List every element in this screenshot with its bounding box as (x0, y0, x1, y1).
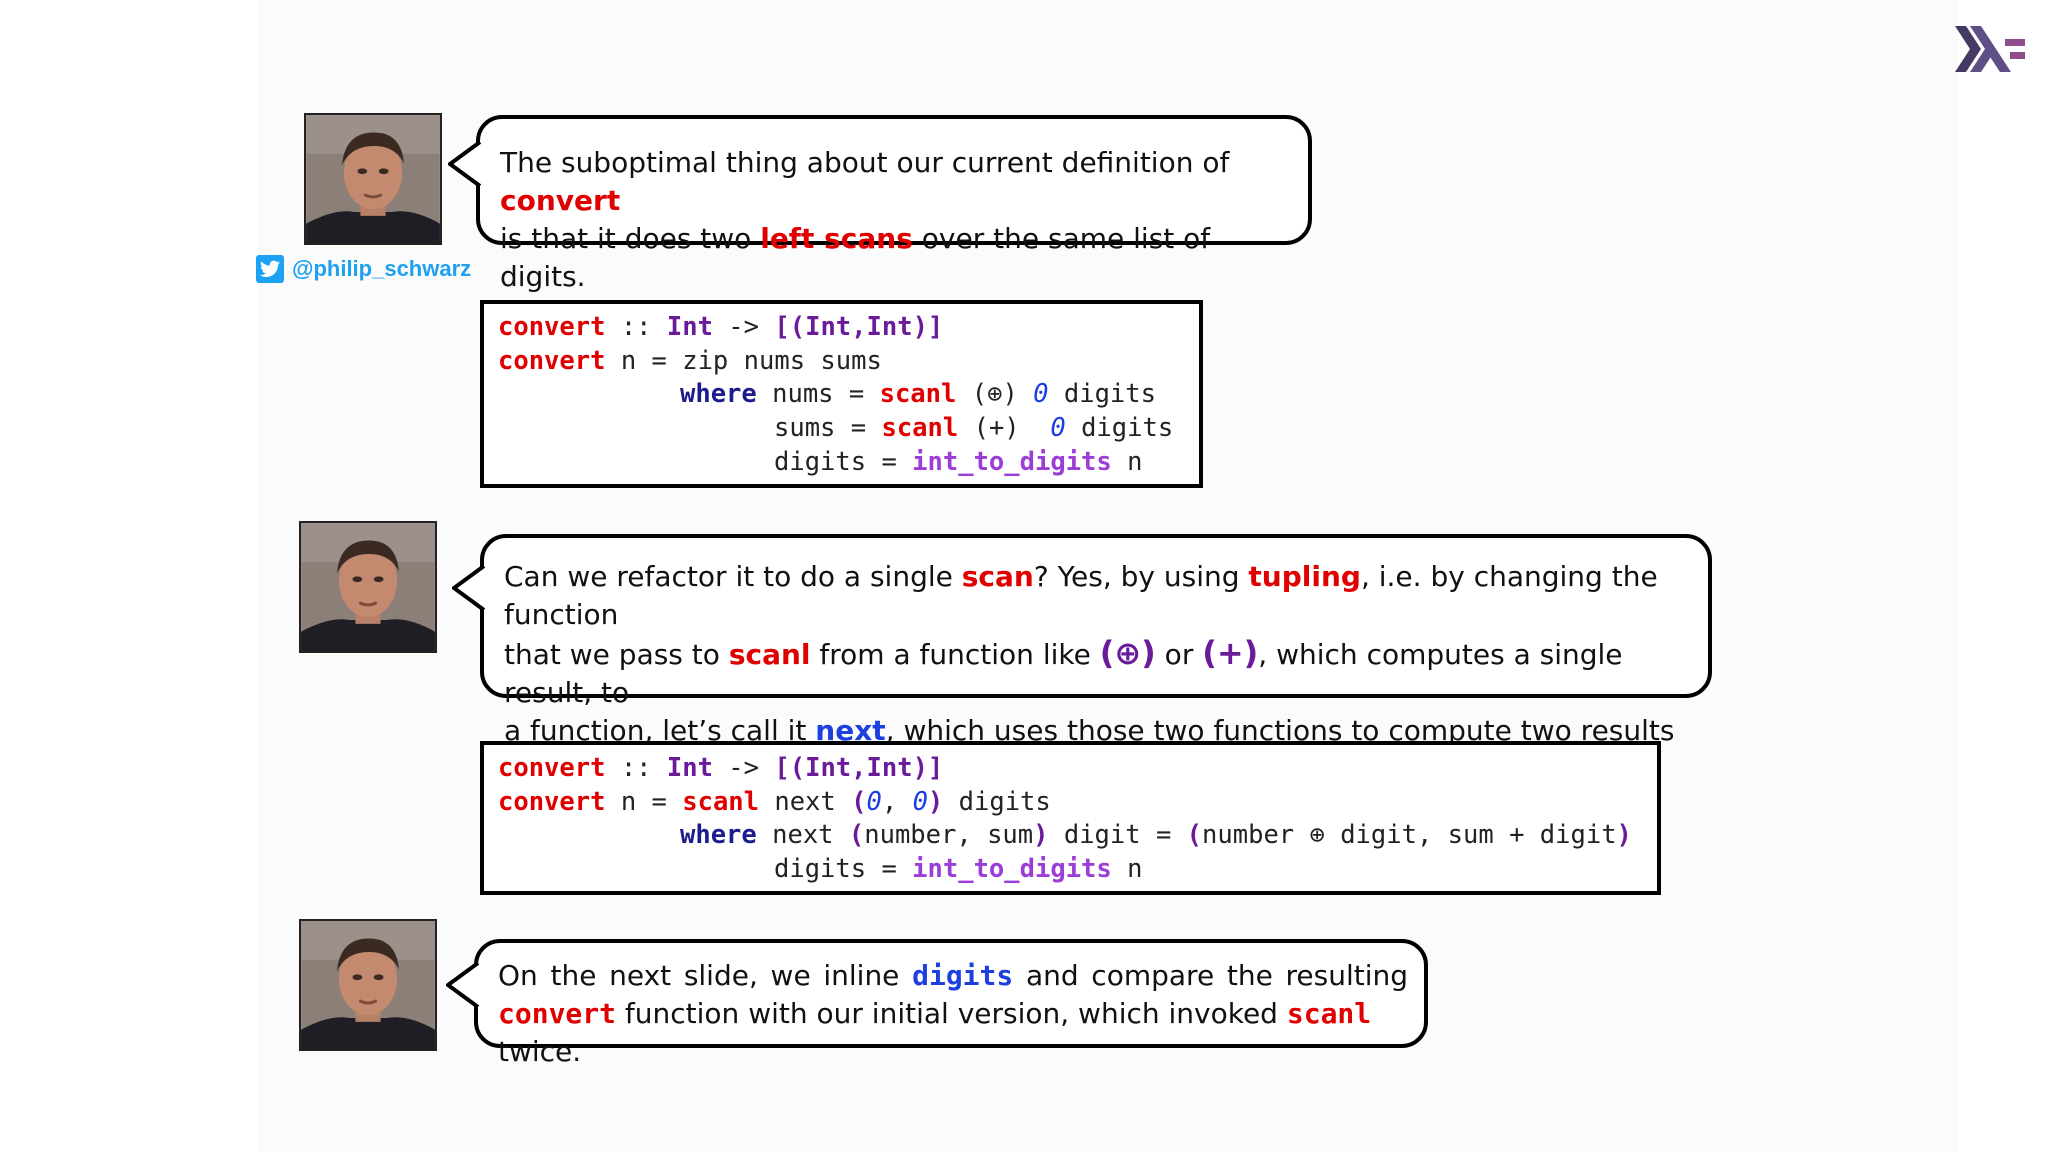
highlight-left-scans: left scans (760, 222, 913, 255)
highlight-scanl: scanl (1286, 997, 1372, 1030)
highlight-convert: convert (500, 184, 621, 217)
code1-line3: where nums = scanl (⊕) 0 digits (680, 379, 1156, 409)
speech-bubble-2: Can we refactor it to do a single scan? … (480, 534, 1712, 747)
bubble3-tail (446, 963, 480, 1009)
code1-line2: convert n = zip nums sums (498, 346, 882, 376)
code2-line1: convert :: Int -> [(Int,Int)] (498, 753, 944, 783)
highlight-tupling: tupling (1248, 560, 1361, 593)
code2-line2: convert n = scanl next (0, 0) digits (498, 787, 1051, 817)
twitter-handle-text: @philip_schwarz (292, 256, 472, 281)
bubble3-line2: convert function with our initial versio… (498, 997, 1372, 1068)
speech-bubble-3: On the next slide, we inline digits and … (474, 939, 1428, 1068)
author-avatar (304, 113, 442, 245)
highlight-scanl: scanl (728, 638, 811, 671)
bubble2-line2: that we pass to scanl from a function li… (504, 634, 1623, 709)
operator-plus: (+) (1202, 634, 1259, 672)
twitter-handle[interactable]: @philip_schwarz (256, 254, 471, 284)
code1-line4: sums = scanl (+) 0 digits (774, 413, 1174, 443)
bubble1-line2: is that it does two left scans over the … (500, 222, 1211, 293)
code1-line1: convert :: Int -> [(Int,Int)] (498, 312, 944, 342)
bubble1-line1: The suboptimal thing about our current d… (500, 146, 1230, 217)
bubble2-tail (452, 566, 486, 612)
bubble2-line1: Can we refactor it to do a single scan? … (504, 560, 1658, 631)
code1-line5: digits = int_to_digits n (774, 447, 1143, 477)
code-block-2: convert :: Int -> [(Int,Int)] convert n … (480, 741, 1661, 895)
haskell-logo-icon (1955, 26, 2025, 72)
highlight-convert: convert (498, 997, 617, 1030)
portrait-photo (301, 921, 435, 1049)
speech-bubble-1: The suboptimal thing about our current d… (476, 115, 1312, 293)
author-avatar (299, 919, 437, 1051)
twitter-bird-icon (256, 255, 284, 283)
highlight-digits: digits (912, 959, 1014, 992)
bubble1-tail (448, 142, 482, 188)
author-avatar (299, 521, 437, 653)
bubble3-line1: On the next slide, we inline digits and … (498, 959, 1408, 992)
code2-line3: where next (number, sum) digit = (number… (680, 820, 1632, 850)
code2-line4: digits = int_to_digits n (774, 854, 1143, 884)
code-block-1: convert :: Int -> [(Int,Int)] convert n … (480, 300, 1203, 488)
highlight-scan: scan (961, 560, 1034, 593)
operator-oplus: (⊕) (1099, 634, 1156, 672)
portrait-photo (306, 115, 440, 243)
portrait-photo (301, 523, 435, 651)
